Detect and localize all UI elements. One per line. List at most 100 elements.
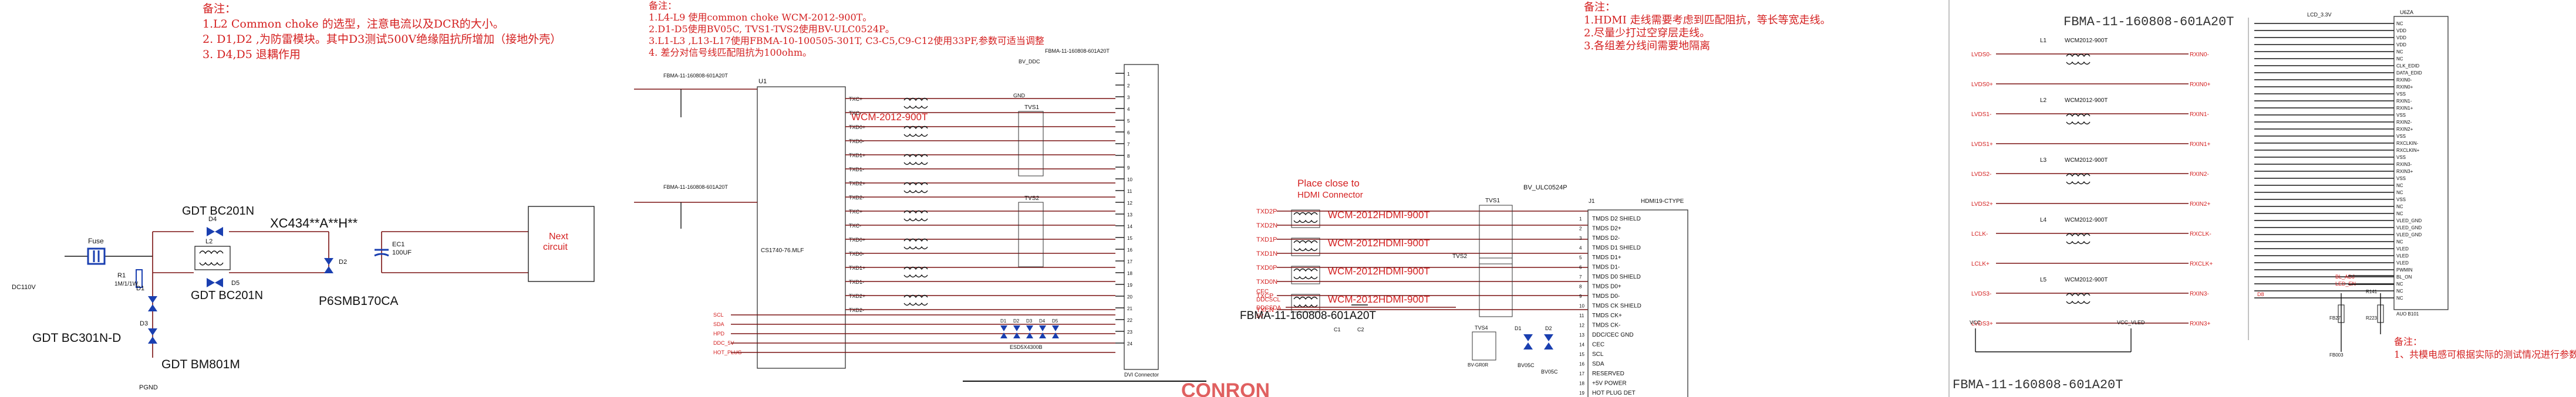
hdmi-pin-number: 4: [1579, 246, 1582, 251]
hdmi-fbma-label: FBMA-11-160808-601A20T: [1240, 310, 1376, 322]
r1-symbol: [136, 269, 143, 288]
hdmi-pin-label: HOT PLUG DET: [1592, 390, 1636, 396]
lvds-fbma-bot: FBMA-11-160808-601A20T: [1953, 378, 2123, 392]
hdmi-pin-number: 15: [1579, 352, 1584, 357]
choke-coil: [2066, 113, 2091, 117]
hdmi-d2-symbol: [1544, 334, 1553, 341]
dvi-connector: [1124, 64, 1159, 370]
chip-pin-label: TXD2+: [849, 293, 865, 299]
esd-diode-symbol: [1000, 325, 1007, 331]
panel-pin-label: RXIN2+: [2396, 127, 2413, 132]
lvds-in-label: LCLK-: [1971, 231, 1988, 237]
ledden-label: LED_EN: [2335, 281, 2356, 287]
hdmi-pin-label: SDA: [1592, 361, 1604, 368]
panel-pin-label: VDD: [2396, 28, 2406, 33]
dvi-pin-number: 21: [1127, 306, 1132, 311]
hdmi-tx-label: TXD2P: [1256, 208, 1277, 215]
dvi-pin-number: 1: [1127, 72, 1130, 77]
rxin-label: RXIN0+: [2190, 82, 2210, 88]
panel-pin-label: VSS: [2396, 91, 2406, 97]
hdmi-pin-number: 19: [1579, 391, 1584, 396]
tvs1-label: TVS1: [1024, 104, 1039, 111]
d8-label: D8: [2257, 291, 2264, 297]
lvds-l-label: L2: [2040, 97, 2047, 104]
chip-pin-label: TXD2-: [849, 307, 864, 313]
panel-pin-label: RXCLKIN-: [2396, 141, 2419, 146]
gdt3-label: GDT BC301N-D: [32, 331, 121, 345]
note-title: 备注：: [649, 0, 677, 11]
chip-pin-label: TXC-: [849, 110, 861, 116]
d2-label: D2: [339, 259, 347, 266]
hdmi-ctl-label: 5V: [1256, 313, 1264, 320]
panel-pin-label: NC: [2396, 204, 2403, 209]
hdmi-pin-number: 2: [1579, 226, 1582, 232]
tvs2-label: TVS2: [1024, 195, 1039, 202]
esd-diode-label: D5: [1052, 318, 1058, 324]
conn-label: HDMI19-CTYPE: [1641, 198, 1684, 205]
panel-u-label: U6ZA: [2400, 9, 2413, 15]
panel-part: AUO B101: [2396, 311, 2419, 317]
note-title: 备注：: [203, 2, 237, 15]
esd-diode-symbol: [1026, 325, 1033, 331]
sig-label: HPD: [713, 331, 725, 337]
hdmi-pin-label: +5V POWER: [1592, 381, 1627, 387]
hdmi-wcm-label: WCM-2012HDMI-900T: [1328, 209, 1430, 220]
chip-pin-label: TXD0+: [849, 237, 865, 243]
tvs4-block: [1472, 331, 1496, 361]
chip-pin-label: TXD1+: [849, 265, 865, 271]
lvds-fbma-top: FBMA-11-160808-601A20T: [2064, 15, 2234, 29]
panel-pin-label: RXIN3-: [2396, 162, 2412, 167]
panel-section: U6ZA LCD_3.3V AUO B101 NCVDDVDDVDDNCNCCL…: [2248, 9, 2449, 358]
panel-pin-label: DATA_EDID: [2396, 70, 2422, 76]
hdmi-pin-label: TMDS D0+: [1592, 284, 1621, 290]
dvi-pin-number: 5: [1127, 118, 1130, 124]
panel-pin-label: PWMIN: [2396, 267, 2413, 273]
esd-diode-label: D3: [1026, 318, 1033, 324]
panel-pin-label: NC: [2396, 183, 2403, 188]
hdmi-choke-box: [1291, 209, 1320, 228]
dvi-pin-number: 3: [1127, 95, 1130, 100]
rxin-label: RXCLK-: [2190, 231, 2211, 237]
note-lcd: 备注： 1、共模电感可根据实际的测试情况进行参数调整。: [2394, 335, 2576, 361]
tvs-label: P6SMB170CA: [319, 294, 398, 308]
hdmi-wcm-label: WCM-2012HDMI-900T: [1328, 266, 1430, 277]
chip-pin-label: TXD2+: [849, 181, 865, 186]
hdmi-pin-label: TMDS CK-: [1592, 323, 1620, 329]
chip-pin-label: TXC-: [849, 223, 861, 229]
hdmi-pin-label: SCL: [1592, 351, 1604, 358]
ec1-label: EC1: [392, 241, 404, 248]
hdmi-tvs1: [1479, 205, 1513, 264]
lvds-wcm-label: WCM2012-900T: [2065, 157, 2108, 164]
rxin-label: RXIN3-: [2190, 291, 2209, 297]
lvds-wcm-label: WCM2012-900T: [2065, 38, 2108, 44]
hdmi-pin-number: 17: [1579, 371, 1584, 376]
lvds-wcm-label: WCM2012-900T: [2065, 97, 2108, 104]
dvi-pin-number: 16: [1127, 247, 1132, 253]
choke-coil: [903, 182, 928, 186]
chip-pin-label: TXD2-: [849, 195, 864, 201]
choke-coil: [903, 294, 928, 298]
fbma-label: FBMA-11-160808-601A20T: [663, 184, 728, 190]
hdmi-pin-number: 14: [1579, 342, 1584, 348]
hdmi-pin-number: 16: [1579, 362, 1584, 367]
sig-label: DDC_5V: [713, 340, 734, 346]
lvds-in-label: LVDS0+: [1971, 82, 1993, 88]
panel-pin-label: RXIN2-: [2396, 120, 2412, 125]
note-line: 1.L2 Common choke 的选型，注意电流以及DCR的大小。: [203, 18, 504, 30]
rxin-label: RXIN0-: [2190, 52, 2209, 58]
chip-pin-label: TXD1+: [849, 152, 865, 158]
choke-coil: [903, 210, 928, 214]
note-line: 1、共模电感可根据实际的测试情况进行参数调整。: [2394, 349, 2576, 360]
esd-diode-label: D1: [1000, 318, 1007, 324]
choke-coil: [1293, 212, 1318, 216]
power-section: Fuse DC110V D4 GDT BC201N L2 D5 GDT BC20…: [12, 205, 595, 391]
panel-pin-label: VDD: [2396, 35, 2406, 40]
panel-pin-label: NC: [2396, 56, 2403, 62]
ec1-value: 100UF: [392, 249, 412, 256]
hdmi-wcm-label: WCM-2012HDMI-900T: [1328, 294, 1430, 305]
hdmi-bv-label: BV_ULC0524P: [1523, 184, 1567, 191]
chip-pin-label: TXC+: [849, 96, 862, 102]
wcm-label: WCM-2012-900T: [851, 111, 928, 123]
choke-coil: [2066, 233, 2091, 237]
panel-pin-label: RXCLKIN+: [2396, 148, 2420, 153]
